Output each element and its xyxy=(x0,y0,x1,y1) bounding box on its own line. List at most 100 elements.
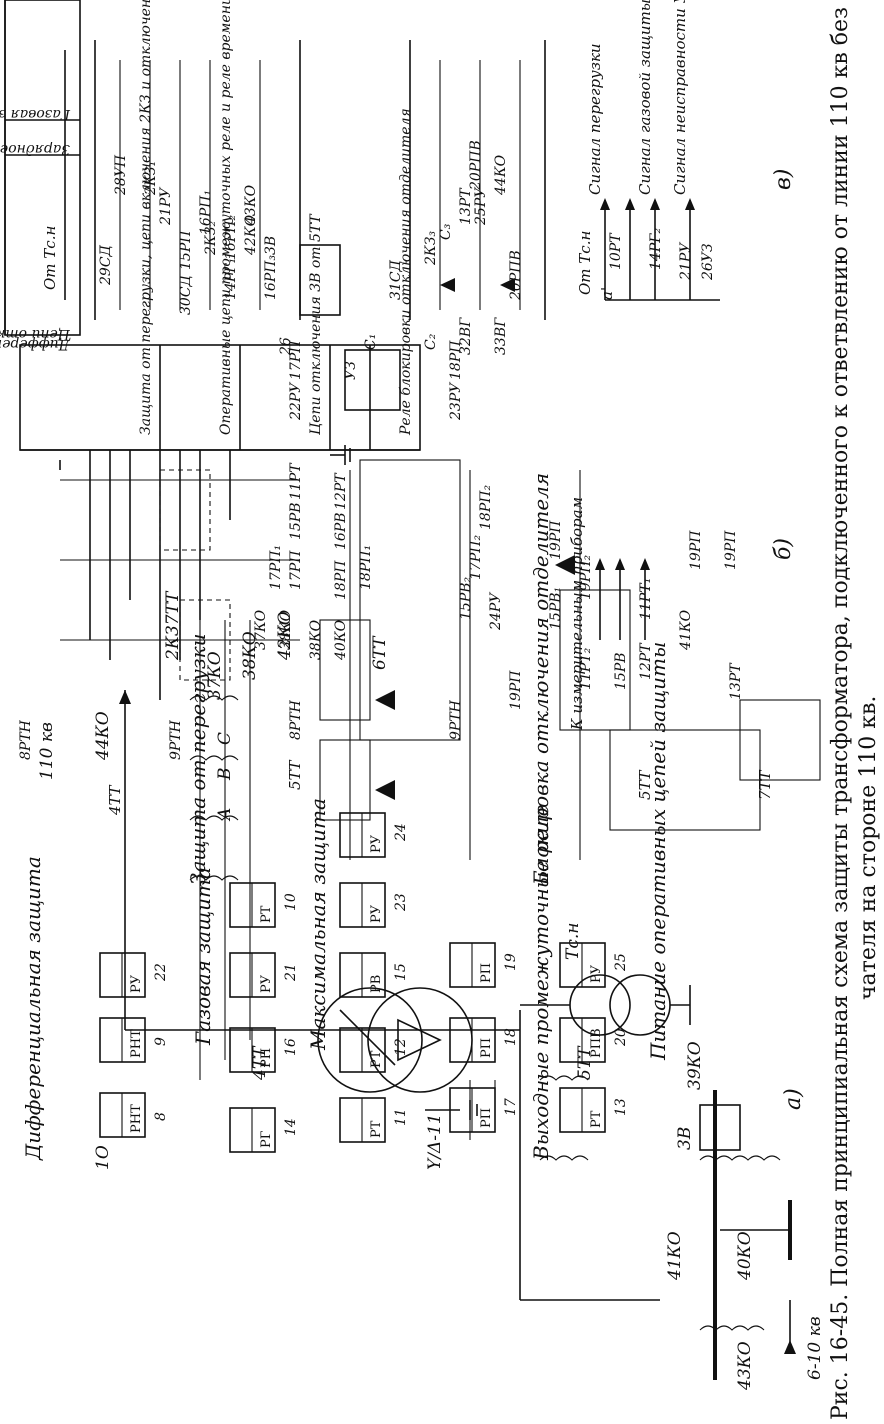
group-gas: Газовая защита xyxy=(191,867,215,1046)
lv-relay-2: 40КО xyxy=(735,1231,755,1281)
relay-number: 20 xyxy=(613,1028,629,1047)
middle-ct-label: 5ТТ xyxy=(636,769,654,800)
relay-type: РТ xyxy=(589,1110,604,1128)
group-overload: Защита от перегрузки xyxy=(186,634,210,886)
relay-number: 25 xyxy=(613,953,629,972)
right-device-label: 21РУ xyxy=(158,187,174,226)
relay-type: РНТ xyxy=(129,1029,144,1058)
mid-table-4: Реле блокировки отключения отделителя xyxy=(398,108,414,436)
relay-type: РУ xyxy=(369,904,384,923)
relay-type: РП xyxy=(479,1108,494,1128)
relay-symbol: РП 16 xyxy=(229,1027,299,1073)
right-device-label: 2КЗ₃ xyxy=(423,231,439,266)
relay-number: 23 xyxy=(393,893,409,912)
middle-device-label: 15РВ₂ xyxy=(458,576,474,620)
relay-number: 18 xyxy=(503,1028,519,1046)
right-device-label: 20РПВ xyxy=(508,250,524,301)
relay-number: 8 xyxy=(153,1112,169,1121)
right-device-label: 44КО xyxy=(493,154,509,196)
right-device-label: 42КО xyxy=(243,214,259,256)
group-output: Выходные промежуточные реле xyxy=(529,805,553,1161)
relay-symbol: РТ 10 xyxy=(229,882,299,928)
hv-relay-2: 38КО xyxy=(240,631,260,680)
middle-device-label: 38КО xyxy=(308,619,324,660)
right-device-label: 30СД xyxy=(178,274,194,315)
relay-number: 11 xyxy=(393,1108,409,1126)
middle-device-label: 17РП xyxy=(288,340,304,380)
relay-type: РУ xyxy=(369,834,384,853)
relay-type: РП xyxy=(259,1048,274,1068)
group-max: Максимальная защита xyxy=(306,798,330,1051)
right-device-label: УЗ xyxy=(343,361,359,380)
right-device-label: 43КО xyxy=(243,184,259,226)
panel-label-c: в) xyxy=(771,169,796,190)
relay-number: 17 xyxy=(503,1098,519,1116)
mid-table-0: Дифференциальная и максимальная токовая … xyxy=(0,336,71,352)
relay-type: РУ xyxy=(129,974,144,993)
right-device-label: 2КЗ₁ xyxy=(143,161,159,196)
caption-line-1: Рис. 16-45. Полная принципиальная схема … xyxy=(828,0,853,1420)
relay-type: РТ xyxy=(369,1120,384,1138)
relay-type: РГ xyxy=(259,1130,274,1148)
middle-ct-label: 7ТТ xyxy=(756,769,774,800)
winding-label: Y/Δ-11 xyxy=(425,1113,445,1170)
middle-device-label: 19РП xyxy=(723,530,739,570)
table-texts: Дифференциальная и максимальная токовая … xyxy=(0,106,71,352)
middle-device-label: 8РТН xyxy=(18,719,34,760)
hv-relay-3: 42КО xyxy=(275,611,295,661)
middle-device-label: 23РУ xyxy=(448,382,464,421)
relay-symbol: РУ 23 xyxy=(339,882,409,928)
middle-device-label: 19РП xyxy=(508,670,524,710)
aux-tr-label: Тс.н xyxy=(563,923,583,960)
caption-line-2: чателя на стороне 110 кв. xyxy=(856,696,881,1000)
middle-device-label: 37КО xyxy=(253,609,269,650)
middle-device-label: 24РУ xyxy=(488,592,504,631)
middle-device-label: 19РП₂ xyxy=(578,555,594,600)
relay-type: РТ xyxy=(369,1050,384,1068)
middle-device-label: 9РТН xyxy=(448,699,464,740)
right-table-0: Газовая защита цепи включения 2КЗ и откл… xyxy=(0,106,71,122)
middle-device-label: 22РУ xyxy=(288,382,304,421)
relay-number: 10 xyxy=(283,893,299,911)
right-table-1: Зарядное устройство xyxy=(0,141,70,157)
group-diff: Дифференциальная защита xyxy=(21,856,45,1161)
hv-relay-1: 37КО xyxy=(205,651,225,700)
relay-number: 16 xyxy=(283,1038,299,1056)
right-device-label: 25РУ xyxy=(473,187,489,226)
caption: Рис. 16-45. Полная принципиальная схема … xyxy=(828,0,881,1420)
right-device-label: 20РПВ xyxy=(468,140,484,191)
lv-relay-3: 41КО xyxy=(665,1231,685,1281)
middle-device-label: 15РВ₁ xyxy=(548,587,564,630)
middle-device-label: 38КО xyxy=(278,609,294,650)
mid-table-3: Цепи отключения 3В от 5ТТ xyxy=(308,213,324,435)
middle-ct-label: 4ТТ xyxy=(106,784,124,816)
middle-device-label: 17РП xyxy=(288,550,304,590)
relay-type: РТ xyxy=(259,905,274,923)
middle-device-label: 15РВ xyxy=(288,502,304,540)
signal-uz: Сигнал неисправности УЗ xyxy=(671,0,689,195)
right-device-label: C₂ xyxy=(423,333,439,350)
signal-relay-label: 21РУ xyxy=(678,242,694,281)
middle-device-label: 41КО xyxy=(678,609,694,651)
right-device-label: 2КЗ₂ xyxy=(203,221,219,256)
middle-device-label: 17РП₁ xyxy=(268,545,284,590)
phase-a: A xyxy=(215,808,235,822)
panel-label-a: а) xyxy=(781,1088,806,1110)
relay-symbol: РНТ 9 xyxy=(99,1017,169,1063)
mid-table-2: Оперативные цепи промежуточных реле и ре… xyxy=(218,0,234,435)
relay-number: 9 xyxy=(153,1037,169,1046)
hv-voltage-label: 110 кв xyxy=(37,722,57,780)
right-device-label: 16РП₂ xyxy=(223,215,239,260)
middle-device-label: 13РТ xyxy=(728,662,744,700)
lv-voltage-label: 6-10 кв xyxy=(805,1316,825,1380)
right-device-label: C₁ xyxy=(363,334,379,350)
